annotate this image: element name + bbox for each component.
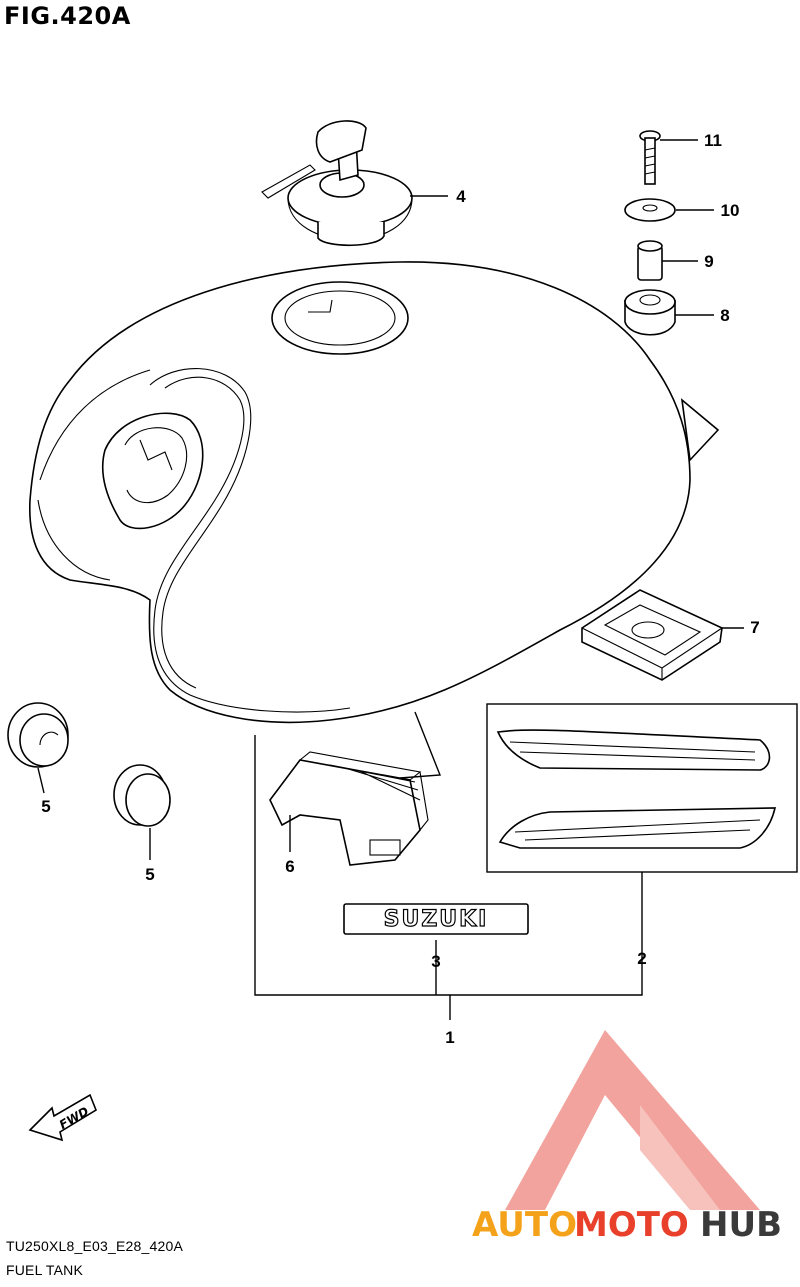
cap-left-part <box>7 702 69 768</box>
watermark-text-hub: HUB <box>700 1205 782 1245</box>
watermark-logo <box>505 1030 760 1210</box>
watermark-text-auto: AUTO <box>472 1205 577 1245</box>
rubber-pad-part <box>581 589 723 681</box>
washer-part <box>624 198 676 222</box>
section-name: FUEL TANK <box>6 1262 84 1278</box>
callout-9: 9 <box>704 252 713 271</box>
callout-1: 1 <box>445 1028 454 1047</box>
callout-6: 6 <box>285 857 294 876</box>
watermark-text: AUTO MOTO HUB <box>472 1205 782 1245</box>
callout-5-right: 5 <box>145 865 154 884</box>
callout-4: 4 <box>456 187 466 206</box>
emblem-text: SUZUKI <box>384 907 489 932</box>
cushion-part <box>624 289 676 336</box>
callout-11: 11 <box>704 131 722 150</box>
callout-7: 7 <box>750 618 759 637</box>
leader-lines <box>37 139 744 860</box>
tank-stripe-upper <box>496 729 771 771</box>
callout-5-left: 5 <box>41 797 50 816</box>
forward-arrow-icon: FWD <box>28 1093 97 1142</box>
figure-title: FIG.420A <box>4 2 131 30</box>
callout-8: 8 <box>720 306 729 325</box>
collar-part <box>637 240 663 281</box>
fuel-cap-part <box>261 120 413 247</box>
guard-part <box>269 751 429 866</box>
callout-3: 3 <box>431 952 440 971</box>
watermark-text-moto: MOTO <box>574 1205 689 1245</box>
bolt-part <box>639 130 661 185</box>
tank-stripe-lower <box>498 807 777 849</box>
callout-2: 2 <box>637 949 646 968</box>
model-code: TU250XL8_E03_E28_420A <box>6 1238 184 1254</box>
fuel-tank-body <box>29 261 720 724</box>
suzuki-emblem-part: SUZUKI <box>343 903 529 935</box>
assembly-bracket <box>254 711 643 1020</box>
watermark-mark-icon <box>505 1030 760 1210</box>
cap-right-part <box>113 764 171 827</box>
callout-10: 10 <box>721 201 740 220</box>
callout-numbers: 1 2 3 4 5 5 6 7 8 9 10 11 <box>41 131 759 1047</box>
